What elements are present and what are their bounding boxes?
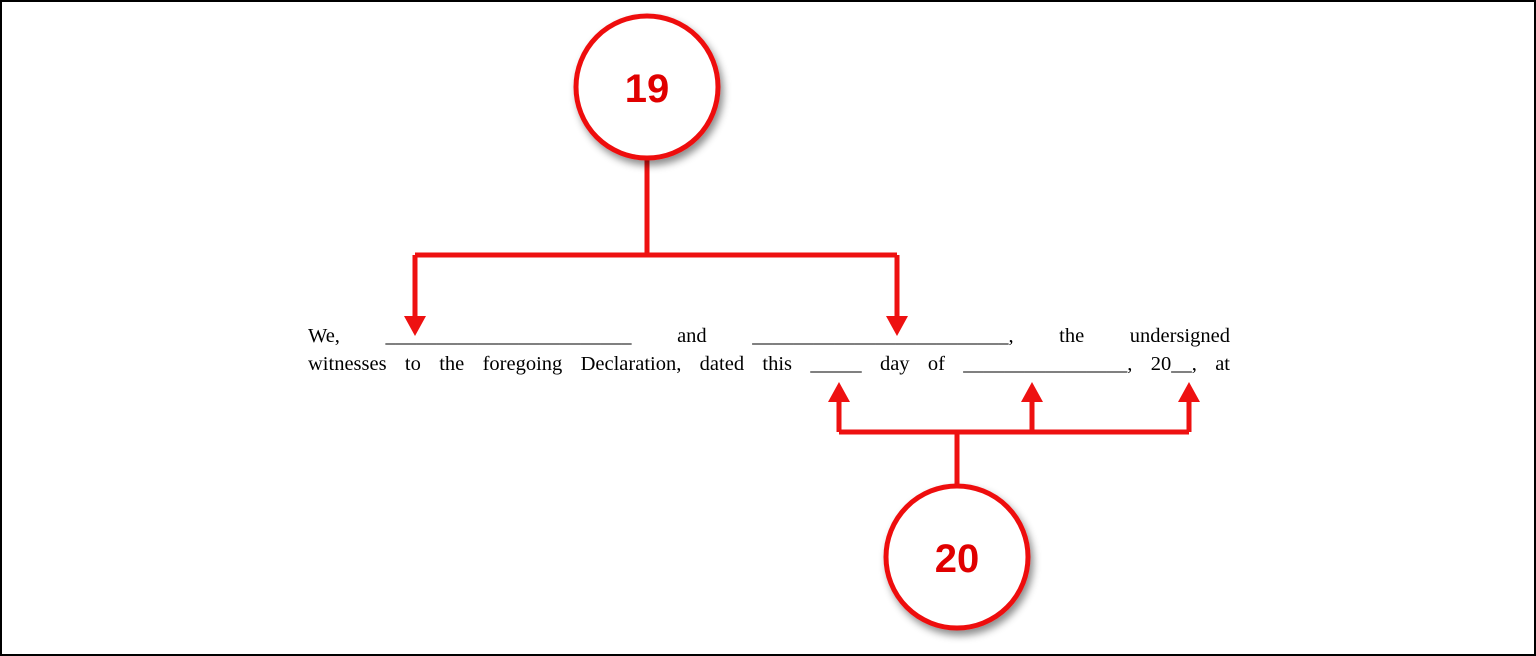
paragraph-line-1: We, ________________________ and _______…: [308, 322, 1230, 350]
callout-20-badge: 20: [883, 483, 1031, 631]
word: of: [927, 353, 945, 375]
declaration-paragraph: We, ________________________ and _______…: [308, 322, 1230, 378]
arrow-down-icon: [886, 316, 908, 336]
word: this: [762, 353, 793, 375]
word: the: [439, 353, 465, 375]
word: dated: [699, 353, 745, 375]
witness-2-name-blank: _________________________,: [752, 325, 1014, 347]
witness-1-name-blank: ________________________: [385, 325, 632, 347]
day-blank: _____: [810, 353, 862, 375]
arrow-up-icon: [828, 382, 850, 402]
word: and: [677, 325, 707, 347]
callout-20-connector: [836, 400, 1192, 488]
word: day: [879, 353, 910, 375]
word: to: [404, 353, 421, 375]
arrow-up-icon: [1178, 382, 1200, 402]
word: We,: [308, 325, 340, 347]
arrow-down-icon: [404, 316, 426, 336]
callout-19-badge: 19: [573, 13, 721, 161]
word: the: [1059, 325, 1085, 347]
year-blank: 20__,: [1150, 353, 1197, 375]
month-blank: ________________,: [963, 353, 1133, 375]
word: at: [1215, 353, 1230, 375]
word: witnesses: [308, 353, 387, 375]
callout-19-label: 19: [625, 67, 670, 111]
callout-20-label: 20: [935, 537, 980, 581]
paragraph-line-2: witnesses to the foregoing Declaration, …: [308, 350, 1230, 378]
word: undersigned: [1129, 325, 1230, 347]
word: Declaration,: [580, 353, 682, 375]
callout-19-connector: [412, 160, 900, 318]
arrow-up-icon: [1021, 382, 1043, 402]
word: foregoing: [482, 353, 563, 375]
